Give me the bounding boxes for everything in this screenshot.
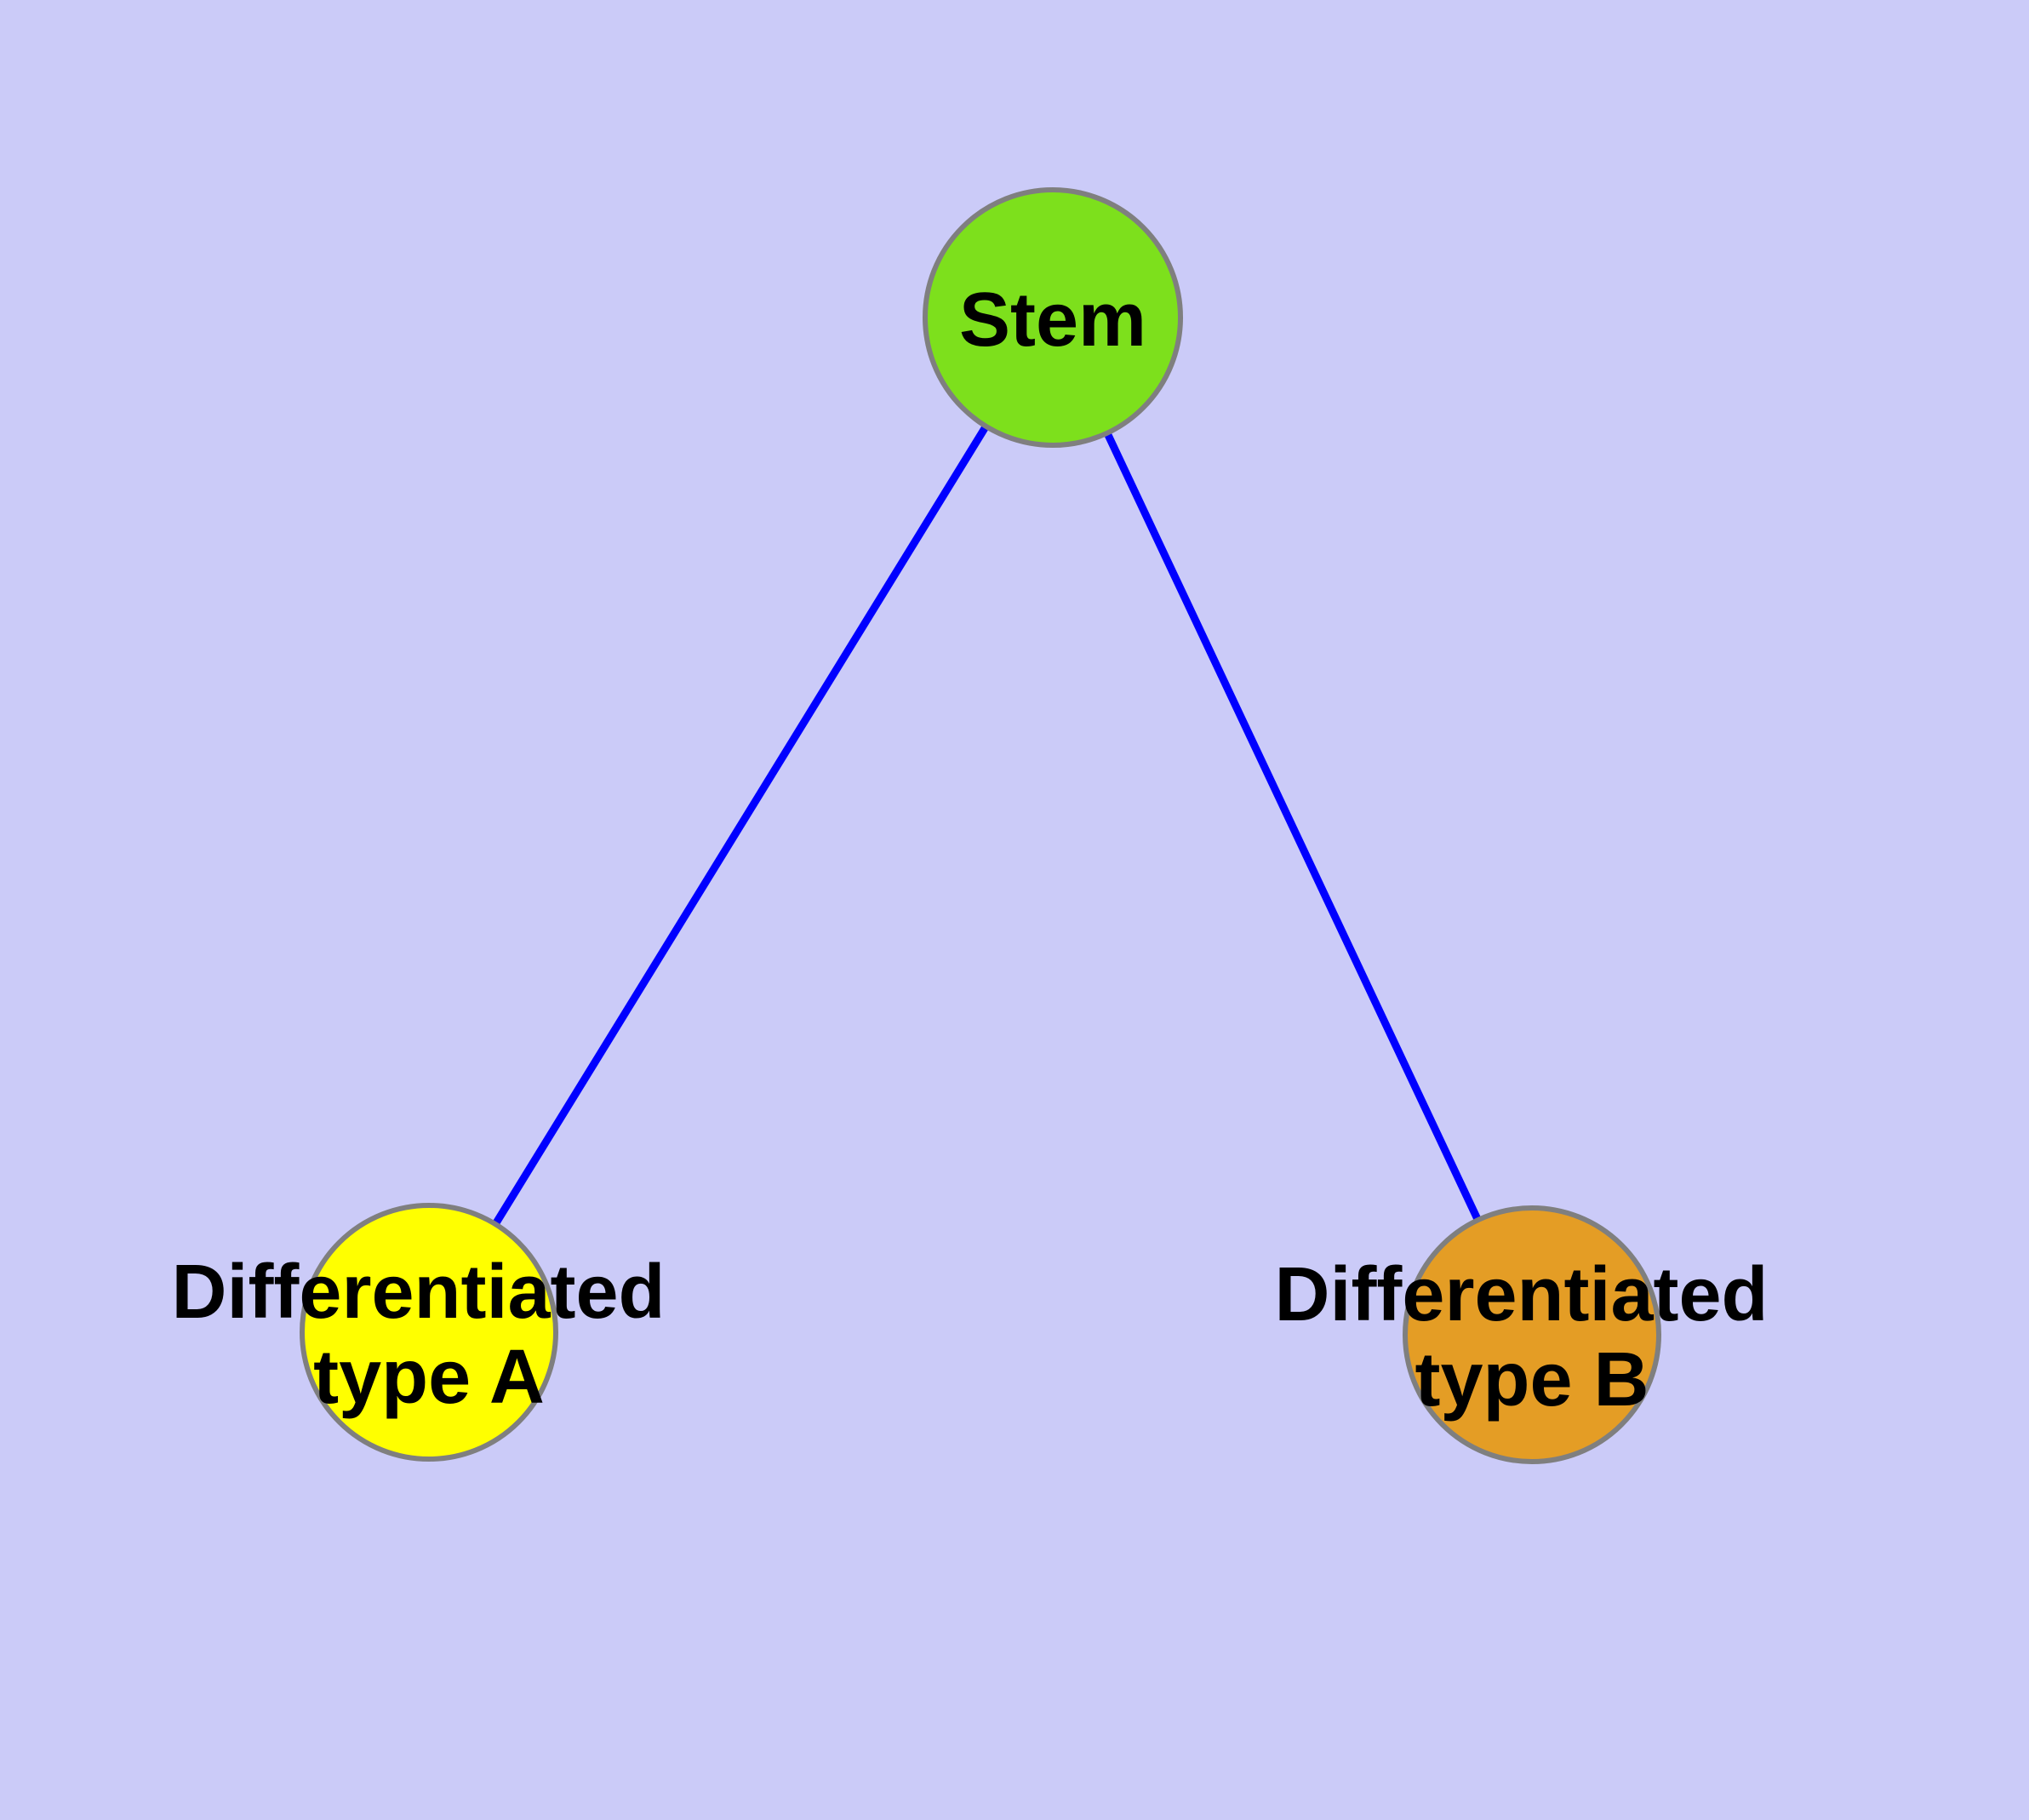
edge-stem-to-type-b bbox=[1049, 316, 1536, 1336]
node-differentiated-type-a: Differentiated type A bbox=[171, 1203, 686, 1462]
type-b-node-label-line2: type B bbox=[1415, 1337, 1649, 1422]
type-b-node-label: Differentiated type B bbox=[1274, 1252, 1789, 1422]
type-a-node-label-line2: type A bbox=[313, 1335, 545, 1420]
type-a-node-label-line1: Differentiated bbox=[171, 1250, 665, 1335]
type-b-node-label-line1: Differentiated bbox=[1274, 1252, 1768, 1337]
node-stem: Stem bbox=[923, 187, 1183, 448]
type-a-node-label: Differentiated type A bbox=[171, 1250, 686, 1420]
edge-stem-to-type-a bbox=[426, 315, 1056, 1335]
stem-node-label: Stem bbox=[959, 278, 1146, 363]
type-a-node-circle bbox=[300, 1203, 558, 1462]
stem-node-circle bbox=[923, 187, 1183, 448]
stem-node-label-line: Stem bbox=[959, 278, 1146, 363]
type-b-node-circle bbox=[1403, 1205, 1661, 1464]
node-differentiated-type-b: Differentiated type B bbox=[1274, 1205, 1789, 1464]
